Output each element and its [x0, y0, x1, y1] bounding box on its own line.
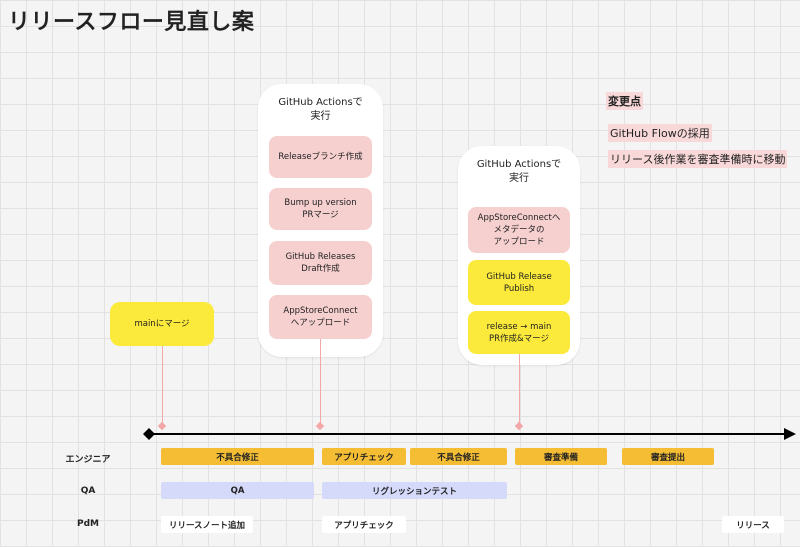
page-title: リリースフロー見直し案: [8, 10, 255, 35]
bump-version-card: Bump up version PRマージ: [269, 188, 372, 230]
timeline-arrowhead: [784, 428, 796, 440]
qa-regression-test: リグレッションテスト: [322, 482, 507, 499]
row-label-engineer: エンジニア: [65, 455, 111, 465]
panel-2-title: GitHub Actionsで 実行: [476, 159, 562, 184]
change-item-github-flow: GitHub Flowの採用: [608, 124, 712, 142]
release-branch-card: Releaseブランチ作成: [269, 136, 372, 178]
engineer-review-prep: 審査準備: [515, 448, 607, 465]
release-main-pr-card: release → main PR作成&マージ: [468, 311, 570, 354]
main-merge-card: mainにマージ: [110, 302, 214, 346]
qa-bar: QA: [161, 482, 314, 499]
timeline-start-marker: [143, 428, 155, 440]
timeline-arrow: [143, 428, 796, 440]
row-label-qa: QA: [80, 486, 96, 496]
changes-heading: 変更点: [606, 92, 643, 110]
connector-panel-1: [320, 339, 321, 426]
appstore-upload-card: AppStoreConnect へアップロード: [269, 295, 372, 339]
change-item-post-release: リリース後作業を審査準備時に移動: [608, 150, 788, 168]
github-release-publish-card: GitHub Release Publish: [468, 260, 570, 305]
engineer-bug-fix-1: 不具合修正: [161, 448, 314, 465]
appstore-metadata-card: AppStoreConnectへ メタデータの アップロード: [468, 207, 570, 253]
connector-panel-2: [519, 354, 520, 426]
github-releases-draft-card: GitHub Releases Draft作成: [269, 241, 372, 285]
engineer-app-check: アプリチェック: [322, 448, 406, 465]
engineer-bug-fix-2: 不具合修正: [410, 448, 507, 465]
engineer-review-submit: 審査提出: [622, 448, 714, 465]
pdm-app-check: アプリチェック: [322, 516, 406, 533]
row-label-pdm: PdM: [77, 519, 99, 529]
panel-1-title: GitHub Actionsで 実行: [278, 97, 363, 122]
connector-main-merge: [162, 346, 163, 426]
pdm-release: リリース: [722, 516, 784, 533]
pdm-release-notes: リリースノート追加: [161, 516, 253, 533]
